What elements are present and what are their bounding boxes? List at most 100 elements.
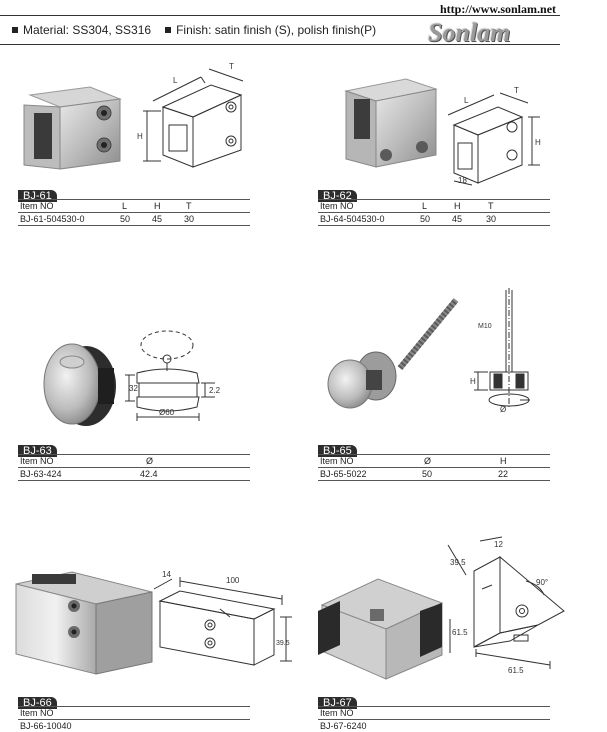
header-top-rule — [0, 15, 560, 16]
col-t: T — [186, 201, 192, 211]
header-bottom-rule — [0, 44, 560, 45]
bj63-dim-dia: Ø60 — [159, 408, 175, 417]
bj61-rule-top — [18, 199, 250, 200]
bj62-drawing: L T H 18 — [447, 86, 541, 186]
col-item-no: Item NO — [20, 456, 54, 466]
col-dia: Ø — [146, 456, 154, 466]
bj65-photo — [327, 298, 459, 409]
col-item-no: Item NO — [320, 201, 354, 211]
cell-dia: 50 — [422, 469, 433, 479]
bj66-rule-top — [18, 706, 250, 707]
bj67-dim-angle: 90° — [536, 578, 548, 587]
bj66-drawing: 14 100 39.5 — [153, 570, 292, 666]
table-rule — [318, 719, 550, 720]
bj65-drawing: M10 H Ø — [470, 288, 530, 414]
col-h: H — [454, 201, 461, 211]
table-rule — [18, 467, 250, 468]
cell-item-no: BJ-66-10040 — [20, 721, 72, 731]
bj65-dim-h: H — [470, 377, 476, 386]
cell-item-no: BJ-63-424 — [20, 469, 62, 479]
cell-l: 50 — [420, 214, 431, 224]
col-l: L — [122, 201, 128, 211]
table-row: BJ-63-424 42.4 — [18, 468, 250, 480]
bj66-photo — [15, 571, 153, 675]
bj67-dim-61-5-bottom: 61.5 — [508, 666, 524, 675]
material-text: Material: SS304, SS316 — [23, 23, 152, 37]
bj63-dim-32: 32 — [129, 384, 138, 393]
bj67-photo — [318, 578, 444, 680]
website-url: http://www.sonlam.net — [440, 2, 557, 16]
bj65-rule-top — [318, 454, 550, 455]
bj63-drawing: 32 2.2 Ø60 — [125, 330, 221, 421]
col-h: H — [154, 201, 161, 211]
bj67-dim-12: 12 — [494, 540, 503, 549]
table-rule — [18, 225, 250, 226]
bullet-icon — [165, 27, 172, 33]
table-header-row: Item NO L H T — [18, 200, 250, 212]
bj61-photo — [23, 86, 122, 170]
col-item-no: Item NO — [320, 708, 354, 718]
bj66-dim-39-5: 39.5 — [276, 640, 290, 647]
bj62-photo — [344, 78, 438, 168]
col-item-no: Item NO — [20, 708, 54, 718]
table-rule — [318, 212, 550, 213]
col-l: L — [422, 201, 428, 211]
table-header-row: Item NO Ø H — [318, 455, 550, 467]
table-row: BJ-67-6240 — [318, 720, 550, 732]
cell-t: 30 — [184, 214, 195, 224]
cell-h: 45 — [452, 214, 463, 224]
bj63-rule-top — [18, 454, 250, 455]
bj62-dim-h: H — [535, 138, 541, 147]
finish-text: Finish: satin finish (S), polish finish(… — [176, 23, 377, 37]
bj63-photo — [43, 343, 116, 426]
bj61-dim-h: H — [137, 132, 143, 141]
table-rule — [318, 225, 550, 226]
bj65-dim-m10: M10 — [478, 323, 492, 330]
cell-item-no: BJ-61-504530-0 — [20, 214, 85, 224]
table-rule — [18, 480, 250, 481]
bj62-dim-l: L — [464, 96, 469, 105]
bj62-dim-t: T — [514, 86, 519, 95]
table-rule — [318, 467, 550, 468]
table-row: BJ-64-504530-0 50 45 30 — [318, 213, 550, 225]
bj62-rule-top — [318, 199, 550, 200]
col-item-no: Item NO — [20, 201, 54, 211]
header-spec-bar: Material: SS304, SS316 Finish: satin fini… — [12, 23, 376, 37]
bj67-rule-top — [318, 706, 550, 707]
table-row: BJ-65-5022 50 22 — [318, 468, 550, 480]
bj67-drawing: 39.5 12 90° 61.5 61.5 — [447, 536, 565, 675]
cell-h: 45 — [152, 214, 163, 224]
bj61-dim-l: L — [173, 76, 178, 85]
table-header-row: Item NO — [18, 707, 250, 719]
col-item-no: Item NO — [320, 456, 354, 466]
bj67-dim-39-5: 39.5 — [450, 558, 466, 567]
table-row: BJ-61-504530-0 50 45 30 — [18, 213, 250, 225]
bj61-drawing: L T H — [137, 62, 244, 168]
cell-item-no: BJ-65-5022 — [320, 469, 367, 479]
table-rule — [318, 480, 550, 481]
bj66-dim-14: 14 — [162, 570, 171, 579]
col-dia: Ø — [424, 456, 432, 466]
table-header-row: Item NO L H T — [318, 200, 550, 212]
cell-dia: 42.4 — [140, 469, 158, 479]
bullet-icon — [12, 27, 18, 33]
col-t: T — [488, 201, 494, 211]
cell-h: 22 — [498, 469, 509, 479]
table-row: BJ-66-10040 — [18, 720, 250, 732]
cell-item-no: BJ-67-6240 — [320, 721, 367, 731]
bj61-dim-t: T — [229, 62, 234, 71]
bj63-dim-2-2: 2.2 — [209, 386, 221, 395]
bj66-dim-100: 100 — [226, 576, 240, 585]
cell-item-no: BJ-64-504530-0 — [320, 214, 385, 224]
table-header-row: Item NO Ø — [18, 455, 250, 467]
table-rule — [18, 212, 250, 213]
table-header-row: Item NO — [318, 707, 550, 719]
col-h: H — [500, 456, 507, 466]
bj62-dim-18: 18 — [458, 176, 467, 185]
cell-t: 30 — [486, 214, 497, 224]
bj67-dim-61-5-left: 61.5 — [452, 628, 468, 637]
cell-l: 50 — [120, 214, 131, 224]
brand-logo: Sonlam — [428, 18, 511, 47]
bj65-dim-dia: Ø — [500, 405, 506, 414]
table-rule — [18, 719, 250, 720]
